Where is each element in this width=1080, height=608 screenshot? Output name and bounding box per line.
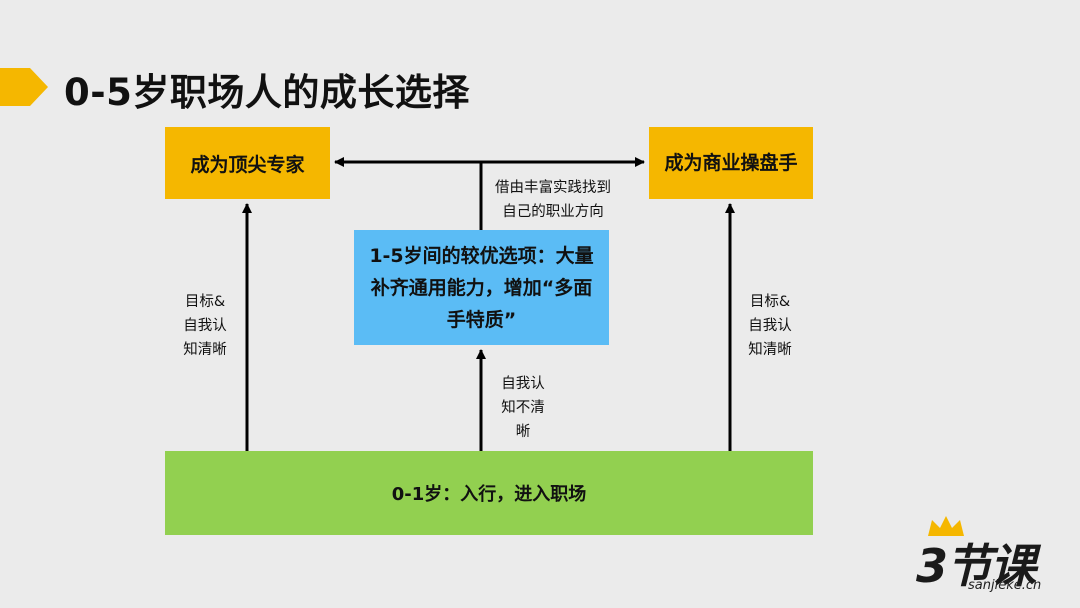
title-accent-marker <box>0 68 48 106</box>
mid-label-line-2: 知不清 <box>501 400 545 416</box>
expert-box: 成为顶尖专家 <box>165 127 330 199</box>
right-arrow-label: 目标& 自我认 知清晰 <box>735 290 805 362</box>
right-label-line-1: 目标& <box>749 294 791 310</box>
middle-option-box: 1-5岁间的较优选项：大量补齐通用能力，增加“多面手特质” <box>354 230 609 345</box>
logo-domain: sanjieke.cn <box>968 578 1042 593</box>
left-label-line-2: 自我认 <box>183 318 227 334</box>
right-label-line-2: 自我认 <box>748 318 792 334</box>
mid-label-line-1: 自我认 <box>501 376 545 392</box>
left-label-line-1: 目标& <box>184 294 226 310</box>
entry-box: 0-1岁：入行，进入职场 <box>165 451 813 535</box>
brand-logo: 3节课 sanjieke.cn <box>916 516 1066 602</box>
trader-box: 成为商业操盘手 <box>649 127 813 199</box>
right-label-line-3: 知清晰 <box>748 342 792 358</box>
middle-arrow-label: 自我认 知不清 晰 <box>488 372 558 444</box>
mid-label-line-3: 晰 <box>515 424 531 440</box>
top-label-line-2: 自己的职业方向 <box>502 204 604 220</box>
logo-text: 3节课 <box>916 539 1036 593</box>
left-label-line-3: 知清晰 <box>183 342 227 358</box>
top-label-line-1: 借由丰富实践找到 <box>495 180 611 196</box>
top-connector-label: 借由丰富实践找到 自己的职业方向 <box>478 176 628 224</box>
crown-icon <box>928 516 964 536</box>
left-arrow-label: 目标& 自我认 知清晰 <box>170 290 240 362</box>
page-title: 0-5岁职场人的成长选择 <box>64 71 470 114</box>
